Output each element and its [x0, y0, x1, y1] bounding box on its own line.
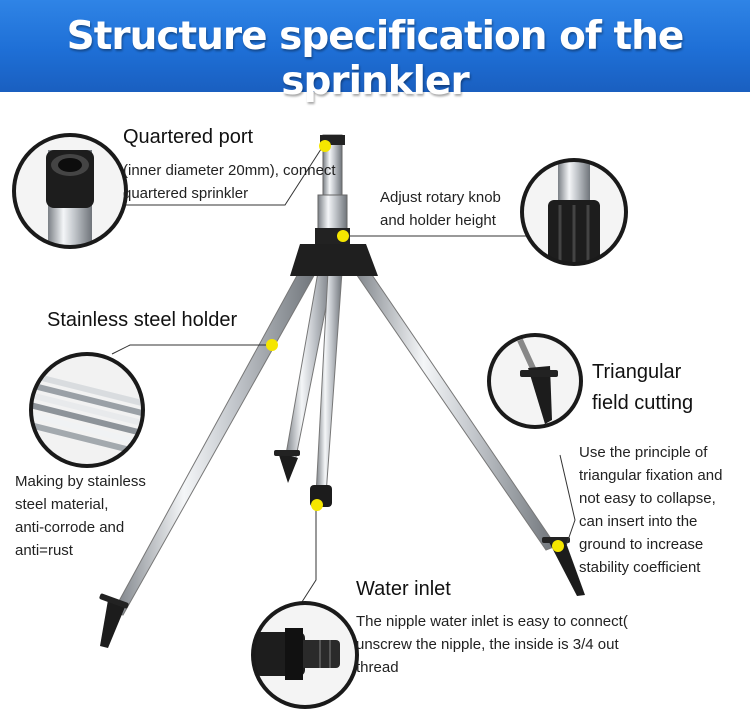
water-inlet-line: The nipple water inlet is easy to connec… [356, 613, 628, 630]
quartered-port-heading: Quartered port [123, 126, 254, 148]
steel-holder-line: steel material, [15, 496, 109, 513]
steel-holder-line: Making by stainless [15, 473, 146, 490]
page-title: Structure specification of the sprinkler [66, 14, 685, 104]
steel-holder-line: anti=rust [15, 542, 73, 559]
detail-spike [487, 333, 583, 429]
ground-spikes [99, 450, 585, 648]
field-cutting-line: triangular fixation and [579, 467, 723, 484]
detail-steel-tubes [29, 352, 145, 468]
steel-holder-description: Making by stainless steel material, anti… [15, 470, 146, 562]
steel-holder-heading: Stainless steel holder [47, 309, 238, 331]
center-column [290, 134, 378, 276]
quartered-port-line: (inner diameter 20mm), connect [123, 162, 336, 179]
field-cutting-heading-line: field cutting [592, 392, 694, 414]
title-banner: Structure specification of the sprinkler [0, 0, 750, 104]
detail-rotary-knob [520, 158, 628, 266]
rotary-knob-description: Adjust rotary knob and holder height [380, 186, 501, 232]
field-cutting-line: ground to increase [579, 536, 704, 553]
field-cutting-description: Use the principle of triangular fixation… [579, 441, 722, 579]
rotary-knob-line: and holder height [380, 212, 496, 229]
field-cutting-line: not easy to collapse, [579, 490, 716, 507]
detail-quartered-port [12, 133, 128, 249]
rotary-knob-line: Adjust rotary knob [380, 189, 501, 206]
quartered-port-description: (inner diameter 20mm), connect quartered… [123, 159, 336, 205]
water-inlet-line: thread [356, 659, 399, 676]
field-cutting-line: Use the principle of [579, 444, 708, 461]
callout-lines [111, 145, 576, 606]
field-cutting-line: can insert into the [579, 513, 698, 530]
water-inlet-line: unscrew the nipple, the inside is 3/4 ou… [356, 636, 619, 653]
field-cutting-heading-line: Triangular [592, 361, 682, 383]
water-inlet-heading: Water inlet [356, 578, 451, 600]
water-inlet-description: The nipple water inlet is easy to connec… [356, 610, 628, 679]
callout-markers [266, 140, 564, 552]
quartered-port-line: quartered sprinkler [123, 185, 249, 202]
field-cutting-line: stability coefficient [579, 559, 701, 576]
field-cutting-heading: Triangular field cutting [592, 357, 693, 419]
steel-holder-line: anti-corrode and [15, 519, 125, 536]
detail-water-inlet [251, 601, 359, 709]
